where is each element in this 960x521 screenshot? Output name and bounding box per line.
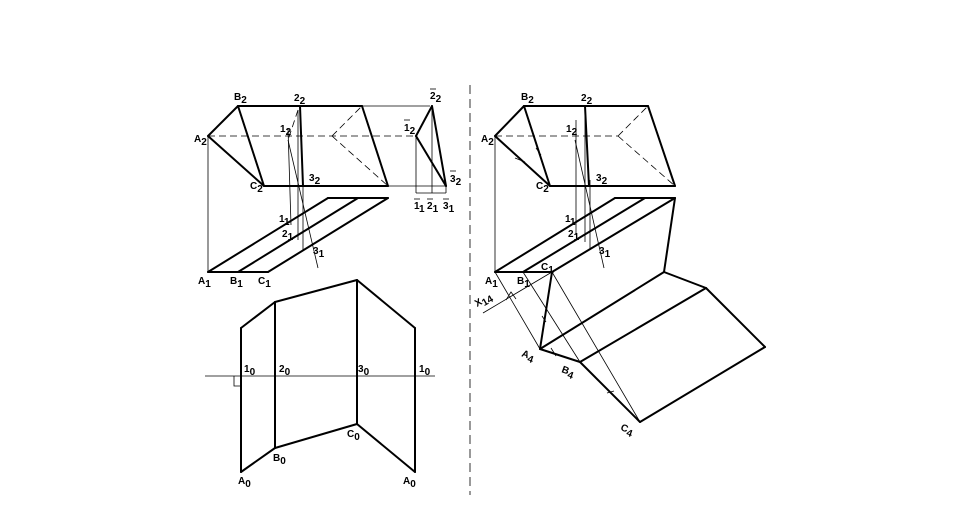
label-right-3-1: 31 bbox=[599, 246, 611, 260]
label-right-3-2: 32 bbox=[596, 173, 608, 187]
label-A4: A4 bbox=[519, 348, 536, 366]
label-2-2: 22 bbox=[294, 93, 306, 107]
label-B4: B4 bbox=[559, 364, 576, 382]
label-A1: A1 bbox=[198, 276, 211, 290]
label-1-1: 11 bbox=[279, 214, 290, 228]
label-right-A1: A1 bbox=[485, 276, 498, 290]
label-C1: C1 bbox=[258, 276, 271, 290]
label-C4: C4 bbox=[618, 422, 635, 440]
label-3-2: 32 bbox=[309, 173, 321, 187]
label-1-2: 12 bbox=[280, 124, 292, 138]
label-right-B2: B2 bbox=[521, 92, 534, 106]
right-auxiliary-view bbox=[482, 197, 766, 423]
label-1-0-end: 10 bbox=[419, 364, 431, 378]
label-B0: B0 bbox=[273, 453, 286, 467]
left-frontal-projection bbox=[207, 105, 430, 269]
label-right-2-1: 21 bbox=[568, 229, 580, 243]
label-right-C1: C1 bbox=[541, 262, 554, 276]
label-B1: B1 bbox=[230, 276, 243, 290]
label-A0: A0 bbox=[238, 476, 251, 490]
label-3-0: 30 bbox=[358, 364, 370, 378]
label-right-1-2: 12 bbox=[566, 124, 578, 138]
label-right-2-2: 22 bbox=[581, 93, 593, 107]
label-bar-3-2: 32 bbox=[450, 174, 462, 188]
label-bar-1-2: 12 bbox=[404, 123, 416, 137]
right-horizontal-projection bbox=[494, 197, 676, 273]
left-development bbox=[205, 279, 435, 473]
label-A0-end: A0 bbox=[403, 476, 416, 490]
label-2-1: 21 bbox=[282, 229, 294, 243]
label-X14: X14 bbox=[473, 291, 496, 312]
label-B2: B2 bbox=[234, 92, 247, 106]
label-right-C2: C2 bbox=[536, 181, 549, 195]
label-right-A2: A2 bbox=[481, 134, 494, 148]
label-1-0: 10 bbox=[244, 364, 256, 378]
label-C0: C0 bbox=[347, 429, 360, 443]
left-horizontal-projection bbox=[207, 136, 389, 273]
label-3-1: 31 bbox=[313, 246, 325, 260]
label-A2: A2 bbox=[194, 134, 207, 148]
label-right-B1: B1 bbox=[517, 276, 530, 290]
label-bar-2-1: 21 bbox=[427, 201, 439, 215]
label-C2: C2 bbox=[250, 181, 263, 195]
right-frontal-projection bbox=[494, 105, 676, 272]
label-bar-1-1: 11 bbox=[414, 201, 425, 215]
section-true-triangle bbox=[388, 105, 447, 194]
labels: A2 B2 C2 12 22 32 11 21 31 A1 B1 C1 22 1… bbox=[194, 88, 635, 490]
label-bar-3-1: 31 bbox=[443, 201, 455, 215]
label-2-0: 20 bbox=[279, 364, 291, 378]
label-right-1-1: 11 bbox=[565, 214, 576, 228]
label-bar-2-2: 22 bbox=[430, 91, 442, 105]
